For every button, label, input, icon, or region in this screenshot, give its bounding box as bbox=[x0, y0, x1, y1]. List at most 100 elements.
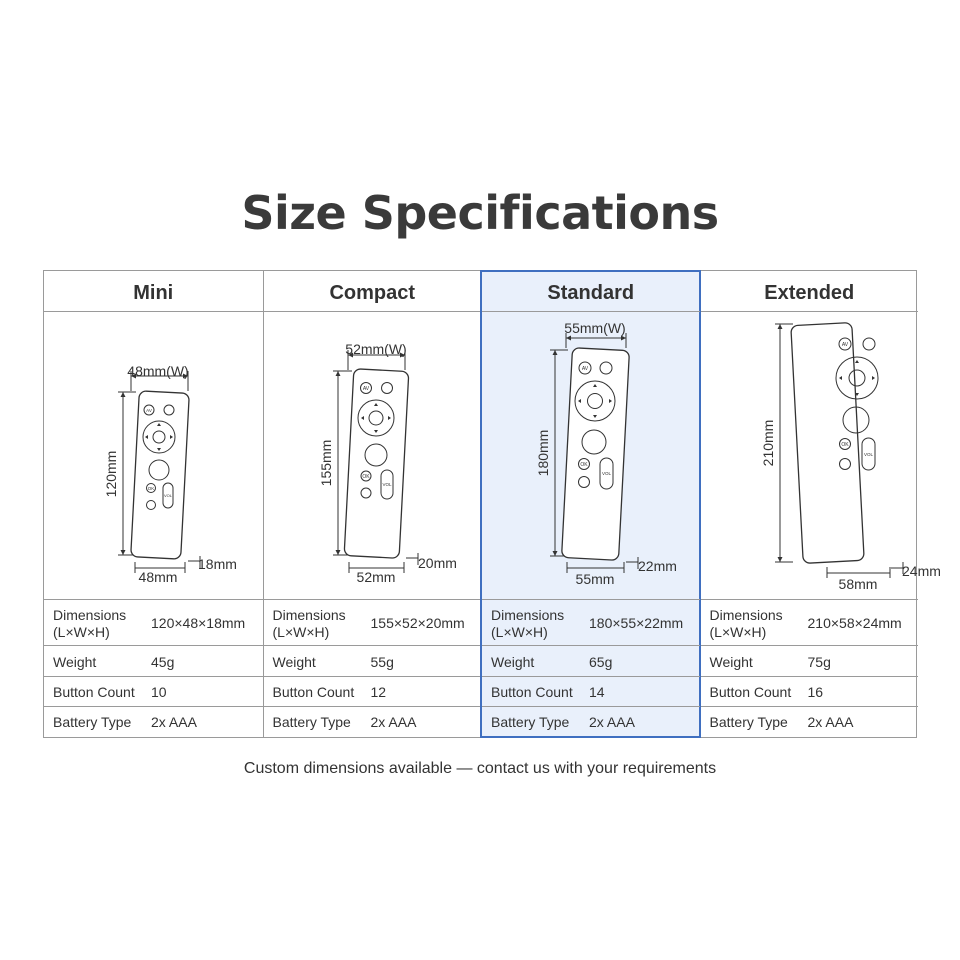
weight-row: Weight 65g bbox=[482, 646, 700, 677]
bottom-width-label: 55mm bbox=[576, 571, 615, 587]
ok-label: OK bbox=[841, 442, 849, 448]
column-compact: Compact 52mm(W) 155mm bbox=[262, 271, 482, 737]
weight-row: Weight 75g bbox=[700, 646, 918, 677]
remote-body: AV OK VOL bbox=[343, 368, 409, 559]
depth-label: 22mm bbox=[638, 558, 677, 574]
bottom-width-label: 52mm bbox=[356, 569, 395, 585]
vol-label: VOL bbox=[602, 471, 612, 476]
dimensions-value: 155×52×20mm bbox=[370, 615, 465, 631]
vol-label: VOL bbox=[863, 452, 873, 457]
vol-label: VOL bbox=[382, 482, 392, 487]
depth-label: 20mm bbox=[418, 555, 457, 571]
width-dimension: 55mm(W) bbox=[564, 320, 627, 348]
dimensions-row: Dimensions (L×W×H) 210×58×24mm bbox=[700, 600, 918, 646]
dimensions-label: Dimensions (L×W×H) bbox=[53, 607, 127, 640]
length-dimension: 210mm bbox=[760, 323, 793, 563]
bottom-width-dimension: 58mm bbox=[826, 567, 890, 592]
remote-drawing: 210mm AV OK VOL bbox=[760, 322, 940, 592]
dimensions-label: Dimensions (L×W×H) bbox=[272, 607, 346, 640]
button-count-label: Button Count bbox=[491, 684, 573, 700]
battery-type-value: 2x AAA bbox=[151, 714, 197, 730]
width-label: 55mm(W) bbox=[564, 320, 625, 336]
dimensions-row: Dimensions (L×W×H) 120×48×18mm bbox=[44, 600, 263, 646]
column-header: Extended bbox=[700, 271, 918, 312]
button-count-label: Button Count bbox=[53, 684, 135, 700]
length-label: 155mm bbox=[318, 440, 334, 487]
page-title: Size Specifications bbox=[241, 186, 719, 240]
ok-label: OK bbox=[580, 462, 588, 468]
bottom-width-label: 58mm bbox=[838, 576, 877, 592]
battery-type-label: Battery Type bbox=[491, 714, 570, 730]
dimensions-value: 210×58×24mm bbox=[807, 615, 902, 631]
depth-dimension: 22mm bbox=[626, 557, 677, 574]
depth-dimension: 20mm bbox=[405, 553, 457, 571]
battery-type-value: 2x AAA bbox=[807, 714, 854, 730]
button-count-row: Button Count 14 bbox=[482, 677, 700, 707]
av-label: AV bbox=[841, 342, 848, 348]
column-header: Mini bbox=[44, 271, 263, 312]
width-label: 48mm(W) bbox=[127, 363, 188, 379]
weight-row: Weight 55g bbox=[263, 646, 481, 677]
button-count-value: 12 bbox=[370, 684, 387, 700]
av-label: AV bbox=[362, 386, 369, 392]
depth-dimension: 24mm bbox=[890, 562, 941, 579]
button-count-label: Button Count bbox=[709, 684, 792, 700]
ok-label: OK bbox=[148, 486, 155, 491]
spec-table: Mini 48mm(W) 120mm bbox=[43, 270, 940, 738]
button-count-label: Button Count bbox=[272, 684, 355, 700]
remote-drawing: 52mm(W) 155mm AV bbox=[318, 341, 457, 585]
battery-type-row: Battery Type 2x AAA bbox=[482, 707, 700, 737]
column-header: Compact bbox=[263, 271, 481, 312]
weight-value: 45g bbox=[151, 654, 175, 670]
dimensions-row: Dimensions (L×W×H) 180×55×22mm bbox=[482, 600, 700, 646]
column-header: Standard bbox=[482, 271, 700, 312]
column-standard: Standard 55mm(W) 180mm bbox=[480, 270, 701, 738]
bottom-width-dimension: 55mm bbox=[566, 562, 625, 587]
button-count-row: Button Count 16 bbox=[700, 677, 918, 707]
width-dimension: 52mm(W) bbox=[345, 341, 406, 370]
dimensions-row: Dimensions (L×W×H) 155×52×20mm bbox=[263, 600, 481, 646]
footnote: Custom dimensions available — contact us… bbox=[243, 760, 717, 777]
button-count-row: Button Count 12 bbox=[263, 677, 481, 707]
remote-drawing: 55mm(W) 180mm AV bbox=[535, 320, 677, 587]
depth-label: 24mm bbox=[902, 563, 941, 579]
bottom-width-dimension: 52mm bbox=[348, 562, 404, 585]
bottom-width-label: 48mm bbox=[139, 569, 178, 585]
remote-illustration: 55mm(W) 180mm AV bbox=[482, 312, 700, 600]
dimensions-label: Dimensions (L×W×H) bbox=[709, 607, 783, 640]
button-count-row: Button Count 10 bbox=[44, 677, 263, 707]
depth-dimension: 18mm bbox=[188, 556, 237, 572]
battery-type-label: Battery Type bbox=[272, 714, 351, 730]
weight-value: 55g bbox=[370, 654, 394, 670]
remote-drawing: 48mm(W) 120mm AV bbox=[103, 363, 237, 585]
weight-value: 75g bbox=[807, 654, 831, 670]
ok-label: OK bbox=[362, 474, 370, 480]
battery-type-label: Battery Type bbox=[53, 714, 132, 730]
battery-type-row: Battery Type 2x AAA bbox=[264, 707, 482, 737]
weight-label: Weight bbox=[709, 654, 753, 670]
button-count-value: 14 bbox=[589, 684, 605, 700]
remote-illustration: 210mm AV OK VOL bbox=[700, 312, 940, 600]
bottom-width-dimension: 48mm bbox=[134, 562, 186, 585]
remote-illustration: 48mm(W) 120mm AV bbox=[44, 312, 263, 600]
remote-body: AV OK VOL bbox=[790, 322, 878, 564]
remote-illustration: 52mm(W) 155mm AV bbox=[263, 312, 481, 600]
width-dimension: 48mm(W) bbox=[127, 363, 189, 391]
width-label: 52mm(W) bbox=[345, 341, 406, 357]
battery-type-value: 2x AAA bbox=[370, 714, 417, 730]
dimensions-label: Dimensions (L×W×H) bbox=[491, 607, 565, 640]
weight-label: Weight bbox=[53, 654, 97, 670]
remote-body: AV OK VOL bbox=[561, 347, 630, 561]
av-label: AV bbox=[582, 366, 589, 372]
weight-value: 65g bbox=[589, 654, 613, 670]
button-count-value: 10 bbox=[151, 684, 167, 700]
column-mini: Mini 48mm(W) 120mm bbox=[44, 271, 263, 737]
weight-label: Weight bbox=[491, 654, 535, 670]
depth-label: 18mm bbox=[198, 556, 237, 572]
remote-body: AV OK VOL bbox=[130, 390, 190, 560]
weight-label: Weight bbox=[272, 654, 316, 670]
length-label: 180mm bbox=[535, 430, 551, 477]
length-dimension: 120mm bbox=[103, 391, 136, 556]
battery-type-row: Battery Type 2x AAA bbox=[44, 707, 263, 737]
av-label: AV bbox=[146, 408, 152, 413]
